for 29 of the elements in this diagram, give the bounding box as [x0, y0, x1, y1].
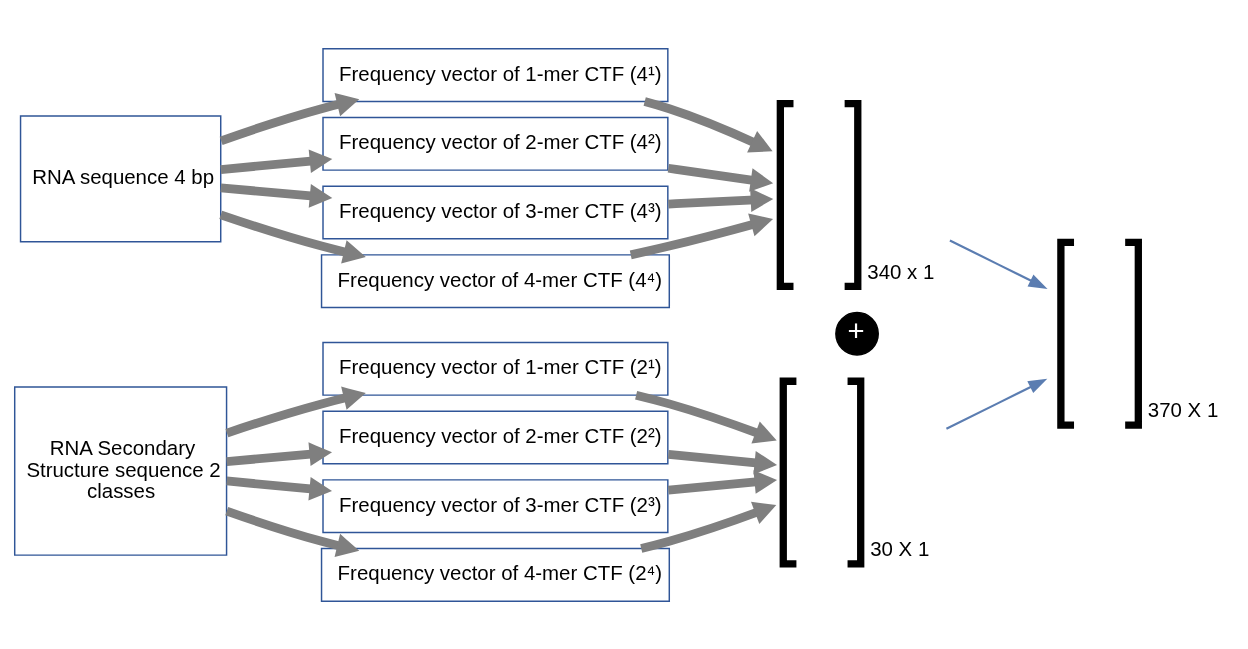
node-box: Frequency vector of 2-mer CTF (2²): [322, 409, 669, 465]
arrow: [667, 469, 778, 494]
arrow: [667, 163, 774, 192]
node-box: Frequency vector of 4-mer CTF (4⁴): [320, 253, 671, 308]
arrow: [220, 182, 333, 208]
node-box: Frequency vector of 4-mer CTF (2⁴): [320, 547, 671, 602]
arrow: [635, 390, 777, 444]
node-text: 30 X 1: [870, 536, 930, 560]
node-box: Frequency vector of 3-mer CTF (4³): [322, 184, 669, 239]
node-text: 370 X 1: [1147, 397, 1219, 421]
arrow: [945, 378, 1048, 430]
node-box: Frequency vector of 3-mer CTF (2³): [322, 478, 669, 533]
node-circle: +: [835, 311, 879, 356]
node-box: RNA sequence 4 bp: [19, 114, 222, 242]
arrow: [226, 441, 333, 466]
arrow: [640, 501, 777, 553]
arrow: [668, 187, 774, 212]
node-text: 340 x 1: [867, 259, 935, 283]
arrow: [219, 210, 366, 263]
node-box: Frequency vector of 2-mer CTF (4²): [322, 116, 669, 171]
node-box: RNA Secondary Structure sequence 2 classes: [13, 385, 228, 556]
arrow: [226, 476, 333, 501]
arrow: [219, 92, 360, 145]
arrow: [220, 148, 333, 174]
arrow: [643, 96, 773, 152]
arrow: [949, 238, 1048, 289]
arrow: [667, 449, 778, 474]
node-box: Frequency vector of 1-mer CTF (2¹): [322, 341, 669, 396]
node-box: Frequency vector of 1-mer CTF (4¹): [322, 47, 669, 102]
